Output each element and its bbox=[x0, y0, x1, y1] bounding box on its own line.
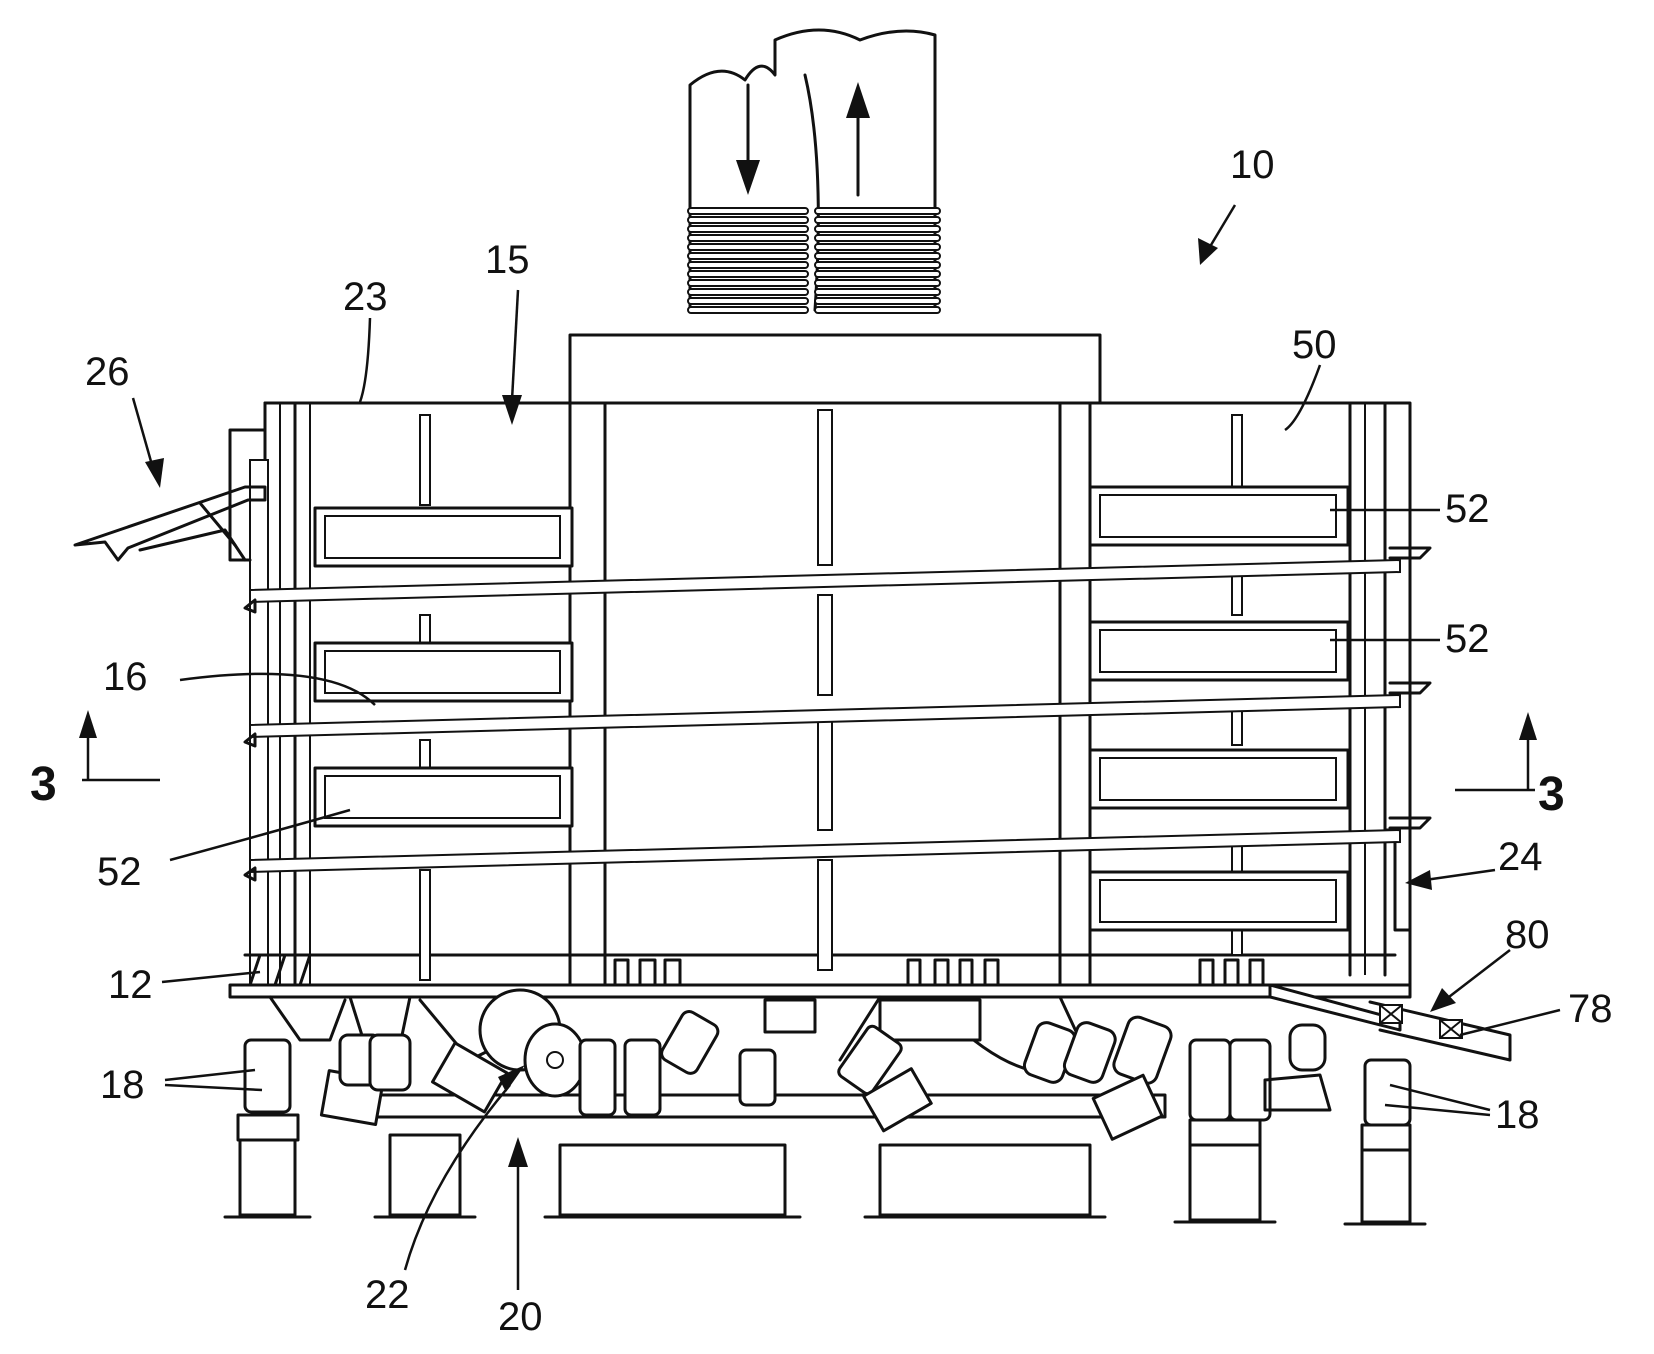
bellows-rib bbox=[815, 298, 940, 304]
bellows-rib bbox=[688, 208, 808, 214]
bellows-rib bbox=[688, 298, 808, 304]
label-50: 50 bbox=[1292, 323, 1337, 367]
bellows-rib bbox=[815, 244, 940, 250]
bellows-rib bbox=[815, 226, 940, 232]
bellows-rib bbox=[688, 271, 808, 277]
label-3-left: 3 bbox=[30, 758, 57, 811]
bellows-rib bbox=[815, 280, 940, 286]
label-80: 80 bbox=[1505, 913, 1550, 957]
bellows-rib bbox=[688, 244, 808, 250]
label-3-right: 3 bbox=[1538, 768, 1565, 821]
label-15: 15 bbox=[485, 238, 530, 282]
label-78: 78 bbox=[1568, 987, 1613, 1031]
label-52-mid-right: 52 bbox=[1445, 617, 1490, 661]
label-52-top-right: 52 bbox=[1445, 487, 1490, 531]
label-18-right: 18 bbox=[1495, 1093, 1540, 1137]
sloped-decks bbox=[245, 548, 1430, 880]
bellows-rib bbox=[815, 235, 940, 241]
bellows-rib bbox=[815, 307, 940, 313]
bellows-rib bbox=[688, 307, 808, 313]
bellows bbox=[688, 208, 940, 313]
label-12: 12 bbox=[108, 963, 153, 1007]
label-20: 20 bbox=[498, 1295, 543, 1339]
bellows-rib bbox=[688, 253, 808, 259]
label-26: 26 bbox=[85, 350, 130, 394]
bellows-rib bbox=[815, 208, 940, 214]
flow-up-arrow bbox=[846, 82, 870, 195]
bellows-rib bbox=[815, 271, 940, 277]
bellows-rib bbox=[688, 226, 808, 232]
bellows-rib bbox=[688, 289, 808, 295]
label-52-left: 52 bbox=[97, 850, 142, 894]
bellows-rib bbox=[815, 289, 940, 295]
bellows-rib bbox=[815, 262, 940, 268]
flow-down-arrow bbox=[736, 85, 760, 195]
bellows-rib bbox=[688, 235, 808, 241]
feed-chute bbox=[75, 487, 265, 560]
hood-plenum bbox=[570, 335, 1100, 403]
foundation bbox=[225, 1115, 1425, 1224]
label-23: 23 bbox=[343, 275, 388, 319]
label-24: 24 bbox=[1498, 835, 1543, 879]
bellows-rib bbox=[815, 253, 940, 259]
label-10: 10 bbox=[1230, 143, 1275, 187]
label-16: 16 bbox=[103, 655, 148, 699]
bellows-rib bbox=[688, 280, 808, 286]
bellows-rib bbox=[815, 217, 940, 223]
label-22: 22 bbox=[365, 1273, 410, 1317]
bellows-rib bbox=[688, 262, 808, 268]
label-18-left: 18 bbox=[100, 1063, 145, 1107]
bellows-rib bbox=[688, 217, 808, 223]
